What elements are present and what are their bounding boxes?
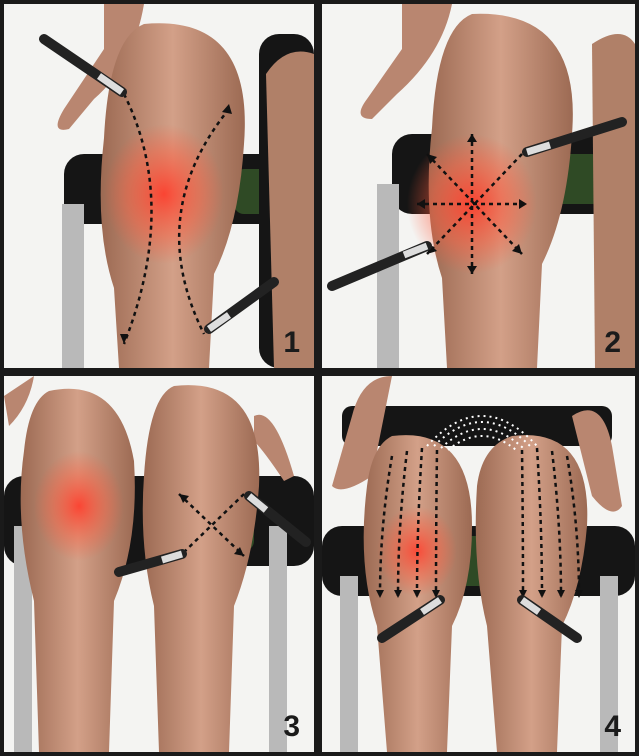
chair-leg (377, 184, 399, 368)
panel-4: 4 (322, 376, 635, 752)
panel-1: 1 (4, 4, 314, 368)
arm (254, 415, 294, 481)
panel-2-illustration (322, 4, 635, 368)
panel-2: 2 (322, 4, 635, 368)
panel-1-illustration (4, 4, 314, 368)
chair-leg (62, 204, 84, 368)
panel-number: 1 (283, 326, 300, 360)
panel-4-illustration (322, 376, 635, 752)
panel-3-illustration (4, 376, 314, 752)
pain-area (377, 506, 457, 596)
pain-area (104, 124, 224, 264)
chair-leg (340, 576, 358, 752)
other-leg (592, 34, 635, 368)
right-leg (143, 385, 260, 752)
panel-number: 4 (604, 710, 621, 744)
pain-area (34, 451, 124, 561)
panel-3: 3 (4, 376, 314, 752)
arm (4, 376, 34, 426)
panel-number: 3 (283, 710, 300, 744)
panel-number: 2 (604, 326, 621, 360)
other-leg (266, 52, 314, 369)
